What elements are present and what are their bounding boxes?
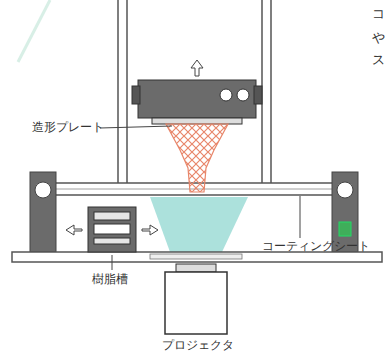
cut-text: や [372, 30, 385, 46]
base-plate [12, 252, 382, 262]
part-label: プロジェクタ [162, 338, 234, 352]
build-head [132, 60, 262, 124]
deco-line [18, 0, 50, 62]
resin-tank [66, 207, 158, 252]
part-label: 樹脂槽 [92, 272, 128, 286]
cut-text: コ [372, 6, 385, 22]
printed-object [166, 124, 228, 192]
cut-text: ス [372, 52, 385, 68]
projector [165, 264, 227, 334]
part-label: 造形プレート [32, 120, 104, 134]
light-beam [150, 197, 248, 252]
part-label: コーティングシート [262, 239, 370, 253]
